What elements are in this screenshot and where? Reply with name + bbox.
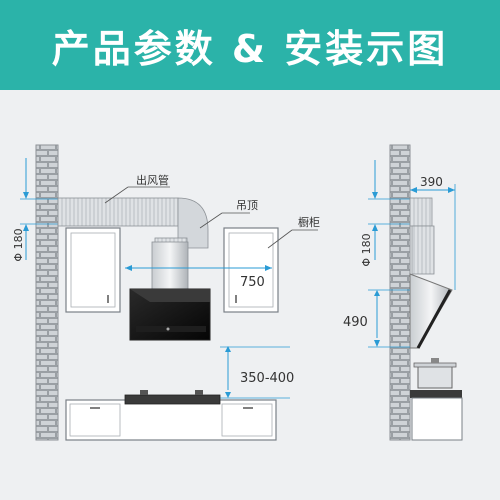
- left-diameter-dimension: [20, 158, 58, 260]
- range-hood: [129, 241, 211, 341]
- right-brick-wall: [389, 144, 411, 441]
- dimension-label-phi180-left: Φ 180: [12, 228, 25, 261]
- label-duct: 出风管: [136, 173, 169, 187]
- dimension-label-390: 390: [420, 175, 443, 189]
- page-title: 产品参数 & 安装示图: [0, 0, 500, 90]
- dimension-label-750: 750: [240, 275, 265, 290]
- pot-on-stove: [410, 358, 463, 441]
- dimension-label-phi180-right: Φ 180: [360, 233, 373, 266]
- right-upper-cabinet: [223, 227, 279, 313]
- label-cabinet: 橱柜: [298, 215, 320, 229]
- dimension-label-490: 490: [343, 315, 368, 330]
- base-cabinet: [65, 399, 277, 441]
- side-hood: [409, 197, 453, 349]
- width-dimension: [125, 265, 272, 271]
- hood-height-dimension: [220, 346, 290, 399]
- gas-stove: [124, 390, 221, 405]
- installation-diagram: Φ 180 出风管: [12, 144, 463, 441]
- dimension-label-350-400: 350-400: [240, 371, 294, 386]
- left-brick-wall: [35, 144, 59, 441]
- duct-callout: [104, 186, 170, 204]
- depth-dimension: [410, 184, 456, 290]
- right-diameter-dimension: [368, 160, 410, 260]
- ceiling-callout: [199, 212, 250, 229]
- left-upper-cabinet: [65, 227, 121, 313]
- side-height-dimension: [368, 289, 410, 348]
- label-ceiling: 吊顶: [236, 199, 258, 212]
- cabinet-callout: [267, 229, 318, 249]
